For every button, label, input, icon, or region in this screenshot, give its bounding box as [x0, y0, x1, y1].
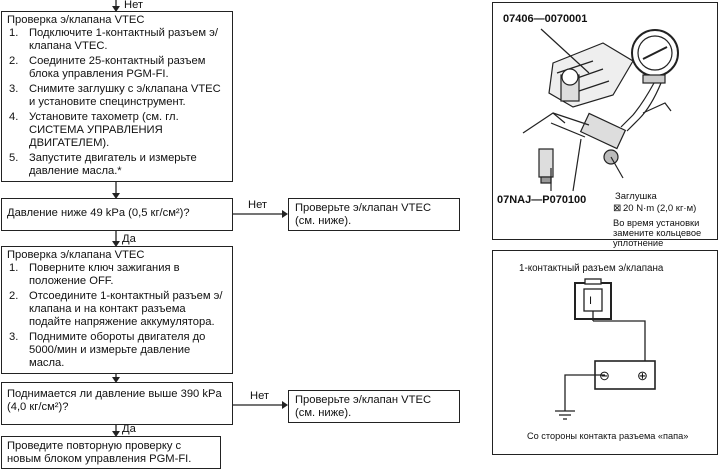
box1-title: Проверка э/клапана VTEC [7, 14, 145, 26]
torque-icon: ⊠ [613, 203, 621, 214]
q2-text: Поднимается ли давление выше 390 kPa (4,… [7, 388, 222, 413]
o-ring-note: Во время установки замените кольцевое уп… [613, 218, 702, 248]
final-box: Проведите повторную проверку с новым бло… [1, 436, 221, 469]
wiring-figure: 1-контактный разъем э/клапана I ⊖ ⊕ Со с… [492, 250, 718, 455]
box1-steps: 1.Подключите 1-контактный разъем э/клапа… [7, 27, 226, 178]
box2-step: 1.Поверните ключ зажигания в положение O… [9, 262, 180, 287]
torque-label: 20 N·m (2,0 кг·м) [623, 203, 696, 214]
box1-step: 3.Снимите заглушку с э/клапана VTEC и ус… [9, 83, 221, 108]
engine-valve-drawing: 07406—0070001 07NAJ—P070100 Заглушка 20 … [497, 13, 696, 214]
q1-text: Давление ниже 49 kPa (0,5 кг/см²)? [7, 207, 190, 219]
tool-installation-figure: 07406—0070001 07NAJ—P070100 Заглушка 20 … [492, 2, 718, 248]
check-box-2: Проверка э/клапана VTEC 1.Поверните ключ… [1, 246, 233, 374]
top-no-label: Нет [124, 0, 144, 11]
box2-steps: 1.Поверните ключ зажигания в положение O… [7, 262, 226, 370]
connector-pin: I [589, 295, 592, 307]
question-2: Поднимается ли давление выше 390 kPa (4,… [1, 382, 233, 425]
q2-no-label: Нет [250, 390, 270, 402]
r1-text: Проверьте э/клапан VTEC (см. ниже). [295, 202, 432, 227]
box1-step: 5.Запустите двигатель и измерьте давлени… [9, 152, 197, 177]
battery-plus: ⊕ [637, 368, 648, 383]
r2-text: Проверьте э/клапан VTEC (см. ниже). [295, 394, 432, 419]
final-text: Проведите повторную проверку с новым бло… [7, 440, 192, 465]
plug-label: Заглушка [615, 191, 658, 202]
box2-title: Проверка э/клапана VTEC [7, 249, 145, 261]
box1-step: 2.Соедините 25-контактный разъем блока у… [9, 55, 206, 80]
battery-minus: ⊖ [599, 368, 610, 383]
connector-caption: Со стороны контакта разъема «папа» [527, 431, 689, 441]
question-1: Давление ниже 49 kPa (0,5 кг/см²)? [1, 198, 233, 231]
box1-step: 4.Установите тахометр (см. гл. СИСТЕМА У… [9, 111, 179, 149]
q2-yes-label: Да [122, 423, 136, 435]
q1-no-label: Нет [248, 199, 268, 211]
connector-title: 1-контактный разъем э/клапана [519, 263, 664, 274]
check-box-1: Проверка э/клапана VTEC 1.Подключите 1-к… [1, 11, 233, 182]
result-1: Проверьте э/клапан VTEC (см. ниже). [288, 198, 460, 231]
result-2: Проверьте э/клапан VTEC (см. ниже). [288, 390, 460, 423]
wiring-diagram: I ⊖ ⊕ [555, 278, 656, 420]
q1-yes-label: Да [122, 233, 136, 245]
box2-step: 3.Поднимите обороты двигателя до 5000/ми… [9, 331, 206, 369]
part-number-adapter: 07NAJ—P070100 [497, 194, 586, 206]
box2-step: 2.Отсоедините 1-контактный разъем э/клап… [9, 290, 223, 328]
box1-step: 1.Подключите 1-контактный разъем э/клапа… [9, 27, 218, 52]
part-number-gauge: 07406—0070001 [503, 13, 587, 25]
